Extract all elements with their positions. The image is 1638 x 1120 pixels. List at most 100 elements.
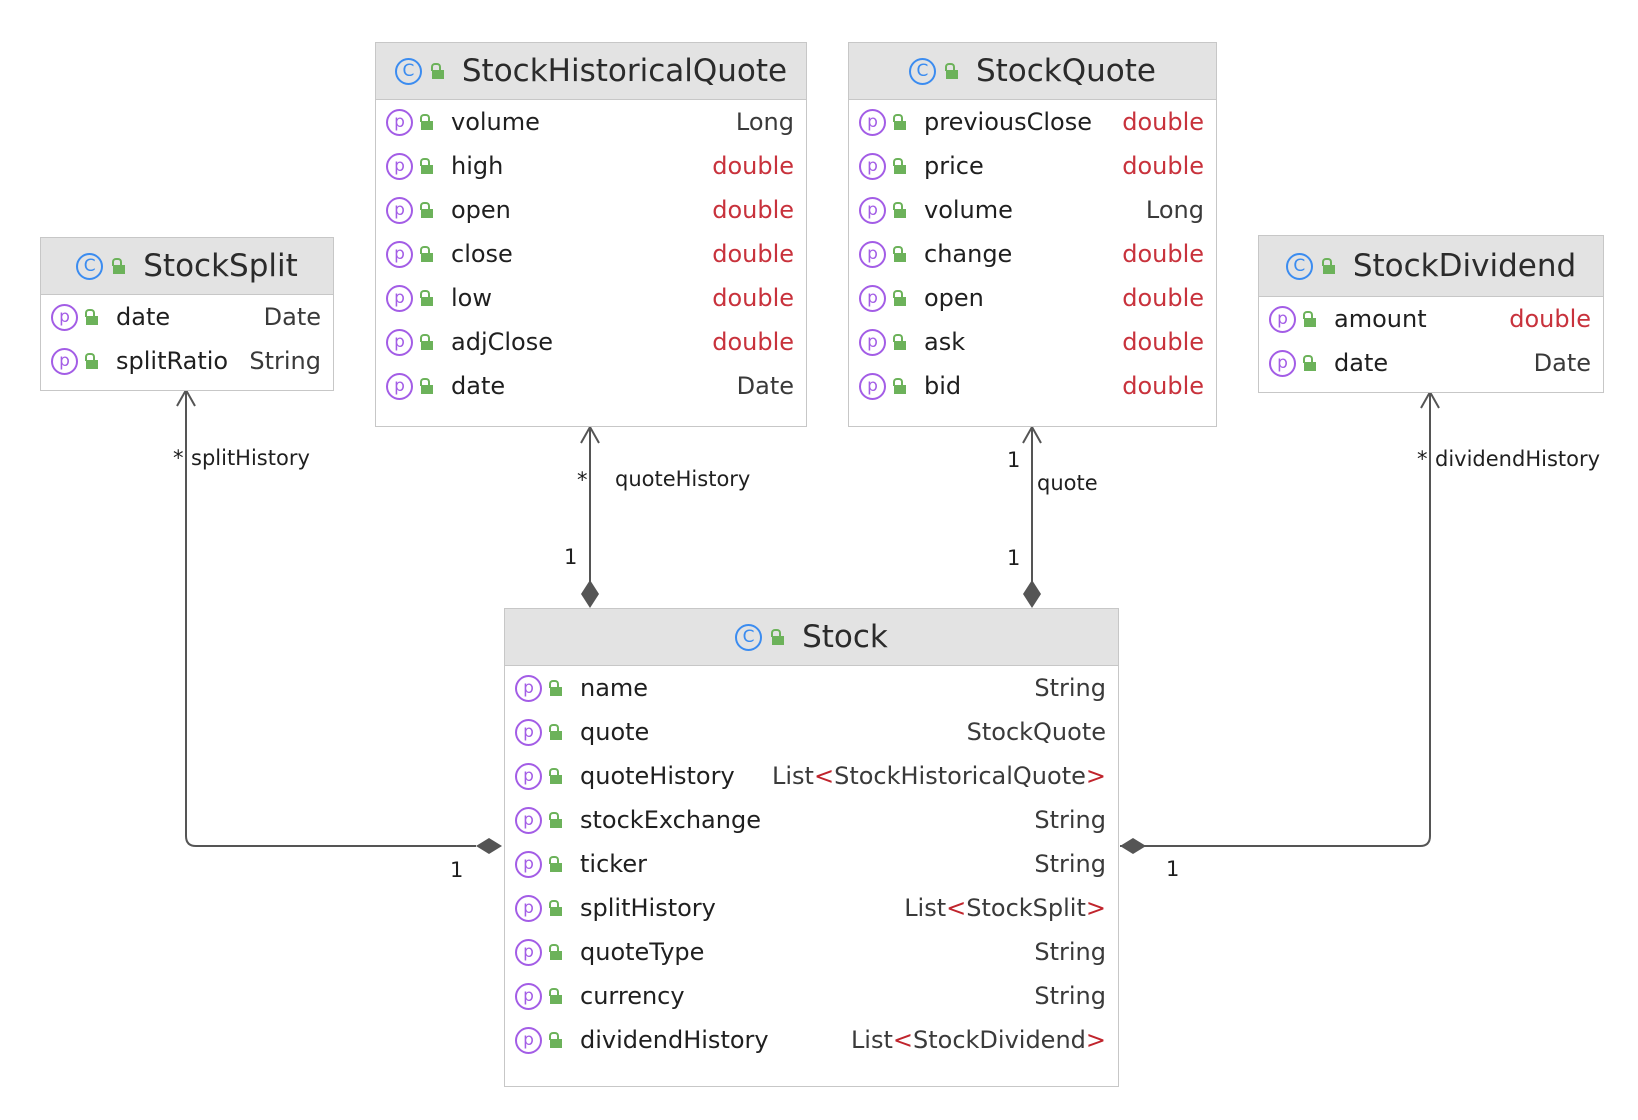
class-icon: C (735, 623, 763, 651)
diamond-quote (1023, 580, 1041, 608)
class-header: C StockDividend (1259, 236, 1603, 297)
field-type: Date (736, 372, 794, 400)
class-header: C StockHistoricalQuote (376, 43, 806, 100)
lock-icon (892, 290, 906, 306)
lock-icon (419, 202, 433, 218)
field-type: Long (735, 108, 794, 136)
field-name: high (451, 152, 504, 180)
lock-icon (892, 202, 906, 218)
lock-icon (892, 158, 906, 174)
property-icon: p (859, 108, 886, 136)
field-row[interactable]: p currency String (505, 974, 1118, 1018)
lock-icon (84, 309, 98, 325)
class-header: C Stock (505, 609, 1118, 666)
mult-quote-source: 1 (1007, 546, 1021, 570)
field-name: ask (924, 328, 966, 356)
property-icon: p (515, 938, 542, 966)
field-name: open (924, 284, 984, 312)
class-header: C StockSplit (41, 238, 333, 295)
class-icon: C (908, 57, 936, 85)
field-type: double (712, 284, 794, 312)
field-type: Date (263, 303, 321, 331)
lock-icon (892, 334, 906, 350)
field-type: String (1034, 850, 1106, 878)
field-type: String (1034, 982, 1106, 1010)
property-icon: p (386, 108, 413, 136)
lock-icon (419, 290, 433, 306)
field-name: ticker (580, 850, 647, 878)
property-icon: p (859, 372, 886, 400)
property-icon: p (515, 850, 542, 878)
field-type: String (1034, 674, 1106, 702)
field-name: dividendHistory (580, 1026, 769, 1054)
field-row[interactable]: p ticker String (505, 842, 1118, 886)
class-icon: C (76, 252, 104, 280)
field-type: double (712, 240, 794, 268)
field-type: double (1122, 108, 1204, 136)
field-name: splitRatio (116, 347, 229, 375)
property-icon: p (386, 152, 413, 180)
edge-dividend-history (1120, 392, 1431, 847)
arrowhead-quote (1022, 424, 1042, 444)
property-icon: p (1269, 305, 1296, 333)
property-icon: p (859, 196, 886, 224)
arrowhead-quote-history (580, 424, 600, 444)
lock-icon (892, 246, 906, 262)
field-type: double (1122, 372, 1204, 400)
property-icon: p (386, 284, 413, 312)
lock-icon (548, 856, 562, 872)
field-name: splitHistory (580, 894, 716, 922)
lock-icon (419, 378, 433, 394)
property-icon: p (515, 894, 542, 922)
property-icon: p (515, 982, 542, 1010)
field-name: quoteHistory (580, 762, 735, 790)
lock-icon (892, 114, 906, 130)
lock-icon (419, 334, 433, 350)
mult-quote-history-target: * (577, 468, 588, 492)
class-title: StockQuote (975, 53, 1157, 89)
role-dividend-history: dividendHistory (1435, 447, 1601, 471)
lock-icon (548, 1032, 562, 1048)
field-name: change (924, 240, 1013, 268)
class-title: StockHistoricalQuote (461, 53, 788, 89)
lock-icon (1321, 258, 1335, 274)
class-icon: C (394, 57, 422, 85)
lock-icon (548, 680, 562, 696)
field-name: close (451, 240, 513, 268)
field-name: currency (580, 982, 685, 1010)
lock-icon (548, 988, 562, 1004)
field-name: open (451, 196, 511, 224)
field-type: double (1122, 328, 1204, 356)
